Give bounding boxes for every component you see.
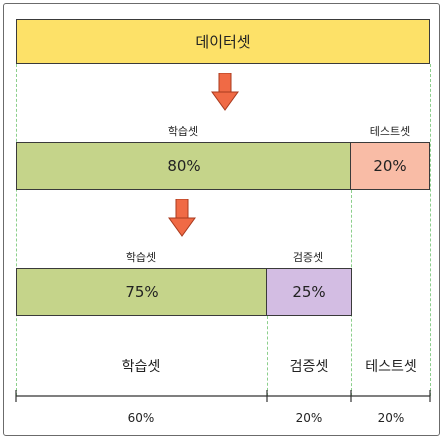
summary-test-label: 테스트셋	[365, 359, 417, 375]
summary-train-percent: 60%	[127, 411, 155, 425]
split1-test-bar: 20%	[350, 142, 430, 190]
diagram-frame	[3, 3, 440, 436]
dataset-bar: 데이터셋	[16, 19, 430, 64]
summary-val-percent: 20%	[295, 411, 323, 425]
split1-train-percent: 80%	[167, 157, 201, 175]
split2-train-percent: 75%	[125, 283, 159, 301]
split1-test-label: 테스트셋	[369, 125, 411, 138]
split2-val-label: 검증셋	[292, 251, 324, 264]
summary-train-label: 학습셋	[121, 359, 161, 375]
split2-val-bar: 25%	[266, 268, 352, 316]
split1-train-bar: 80%	[16, 142, 352, 190]
split2-val-percent: 25%	[292, 283, 326, 301]
summary-test-percent: 20%	[377, 411, 405, 425]
split1-test-percent: 20%	[373, 157, 407, 175]
down-arrow-icon	[168, 199, 196, 237]
summary-val-label: 검증셋	[289, 359, 329, 375]
guide-line-left	[16, 64, 17, 396]
dataset-label: 데이터셋	[195, 33, 251, 51]
split2-train-label: 학습셋	[125, 251, 157, 264]
guide-line-val-split	[267, 316, 268, 396]
split1-train-label: 학습셋	[167, 125, 199, 138]
split2-train-bar: 75%	[16, 268, 268, 316]
down-arrow-icon	[211, 73, 239, 111]
guide-line-right	[430, 64, 431, 396]
